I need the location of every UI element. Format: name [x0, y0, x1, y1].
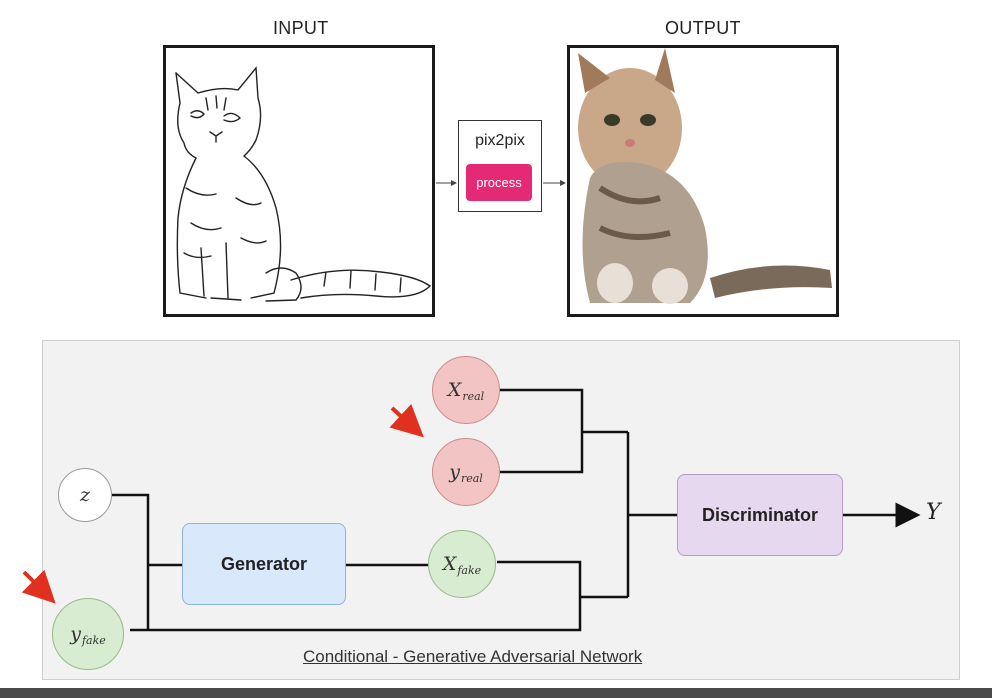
bottom-edge-bar: [0, 688, 992, 698]
input-label: INPUT: [273, 18, 329, 38]
red-pointer-arrow: [389, 403, 424, 438]
cat-sketch-drawing: [175, 66, 432, 302]
output-label: OUTPUT: [665, 18, 741, 38]
generator-block: Generator: [182, 523, 346, 605]
diagram-caption: Conditional - Generative Adversarial Net…: [303, 647, 643, 666]
red-pointer-arrow: [21, 569, 56, 604]
pix2pix-box: pix2pix process: [458, 120, 542, 212]
pix2pix-title: pix2pix: [475, 132, 525, 149]
node-z: z: [58, 468, 112, 522]
discriminator-block: Discriminator: [677, 474, 843, 556]
process-button[interactable]: process: [466, 164, 532, 201]
output-cat-image: [567, 45, 839, 317]
input-sketch-image: [163, 45, 435, 317]
pix2pix-connectors: [436, 180, 566, 186]
cat-photo-drawing: [578, 48, 832, 304]
output-y-label: Y: [926, 500, 941, 525]
